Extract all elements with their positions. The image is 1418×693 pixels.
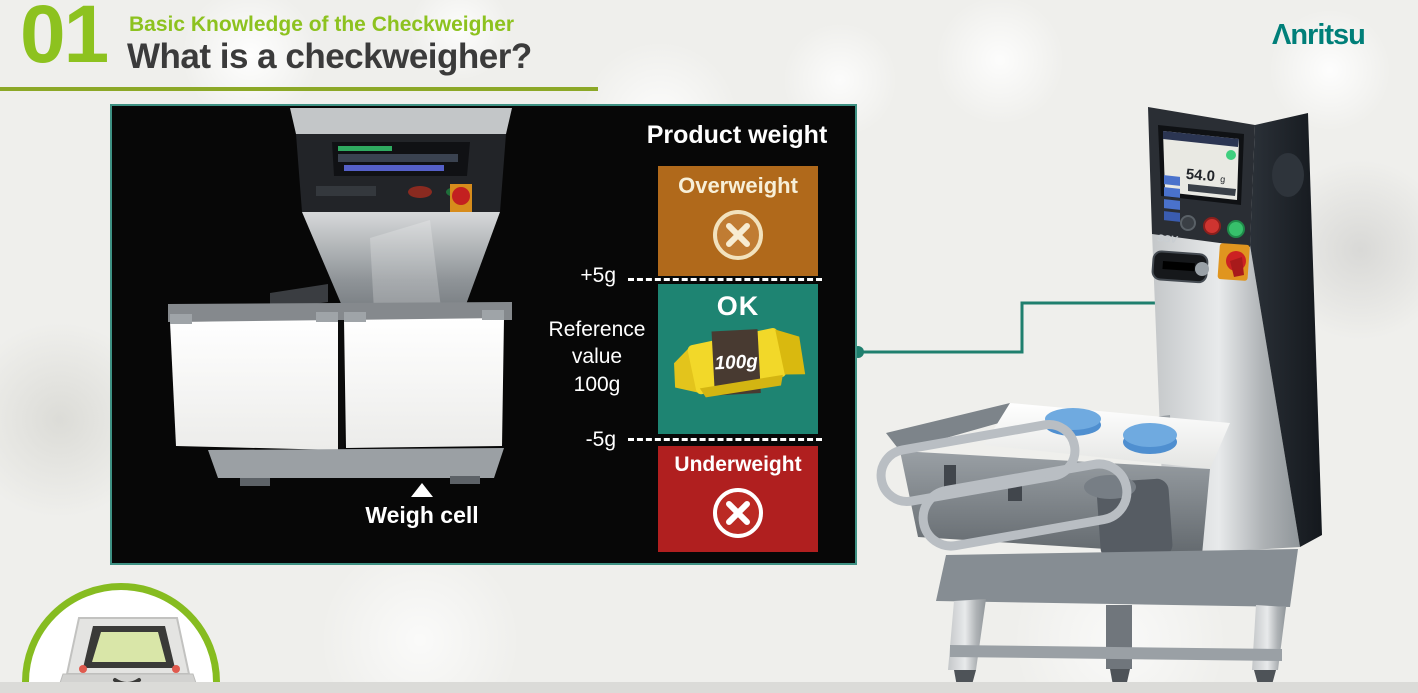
- wc-foot-left: [240, 478, 270, 486]
- wc-keypad: [316, 186, 376, 196]
- wc-belt-right: [344, 318, 504, 448]
- section-kicker: Basic Knowledge of the Checkweigher: [129, 13, 515, 36]
- hmi-menu-buttons: [1164, 175, 1180, 222]
- checkweigher-machine-photo: 54.0 g SSV: [876, 107, 1322, 692]
- upper-threshold-label: +5g: [580, 264, 616, 287]
- hmi-lower-bar: [1188, 184, 1236, 196]
- machine-column-side: [1250, 113, 1322, 547]
- lower-threshold-label: -5g: [585, 428, 616, 451]
- section-number: 01: [20, 0, 109, 80]
- handle-rail: [876, 419, 1132, 551]
- lower-threshold-line: [628, 438, 822, 441]
- cross-circle-icon: [713, 488, 763, 538]
- explainer-panel: Weigh cell Product weight Overweight +5g…: [110, 104, 857, 565]
- zone-underweight: Underweight: [658, 446, 818, 552]
- hmi-screen-topbar: [1163, 131, 1239, 147]
- zone-underweight-label: Underweight: [674, 453, 802, 476]
- wc-base: [208, 448, 504, 478]
- device-badge: [22, 583, 220, 693]
- reference-line2: value: [571, 345, 623, 369]
- wc-top-plate: [290, 108, 512, 134]
- zone-ok: OK 100g: [658, 284, 818, 434]
- anritsu-logo: Λnritsu: [1272, 19, 1366, 51]
- title-underline: [0, 87, 598, 91]
- wc-belt-left: [170, 320, 338, 450]
- package-weight-label: 100g: [714, 351, 759, 374]
- card-slot-opening: [1162, 261, 1195, 272]
- conveyor-latch2: [944, 465, 956, 487]
- weigh-cell-label: Weigh cell: [365, 502, 479, 528]
- reference-value-label: Reference value 100g: [535, 316, 659, 398]
- page-title: What is a checkweigher?: [127, 37, 532, 76]
- wc-screen-row: [338, 154, 458, 162]
- zone-overweight-label: Overweight: [678, 173, 798, 198]
- wc-estop: [452, 187, 470, 205]
- weigh-cell-photo: [168, 108, 512, 486]
- product-package-icon: 100g: [674, 328, 806, 398]
- zone-ok-label: OK: [716, 291, 760, 321]
- upper-threshold-line: [628, 278, 822, 281]
- wc-belt-gap: [338, 320, 344, 450]
- zone-overweight: Overweight: [658, 166, 818, 276]
- hmi-screen: [1163, 131, 1239, 200]
- reference-line3: 100g: [573, 372, 621, 396]
- stand-leg-mid: [1106, 605, 1132, 669]
- controller-illustration: [56, 617, 200, 693]
- conveyor-rear-deck: [886, 403, 1020, 451]
- hmi-weight-unit: g: [1220, 174, 1226, 184]
- bottom-strip: [0, 682, 1418, 693]
- reference-line1: Reference: [548, 318, 646, 341]
- stand-brace: [950, 645, 1282, 661]
- wc-corner-caps: [170, 310, 504, 324]
- hmi-weight-value: 54.0: [1185, 166, 1216, 185]
- weigh-motor: [1096, 478, 1173, 561]
- product-weight-heading: Product weight: [646, 121, 828, 149]
- pointer-triangle-icon: [411, 483, 433, 497]
- hmi-status-light: [1226, 150, 1236, 160]
- wc-stop-key: [408, 186, 432, 198]
- slot-dial: [1195, 262, 1209, 276]
- stand-frame: [936, 549, 1298, 607]
- wc-belt-rail: [168, 302, 512, 322]
- estop-knob: [1230, 257, 1244, 277]
- stand-leg-left: [948, 599, 986, 670]
- cross-circle-icon: [713, 210, 763, 260]
- wc-screen-titlebar: [338, 146, 392, 151]
- panel-buttons: [1180, 215, 1245, 238]
- machine-brand-label: SSV: [1157, 233, 1179, 246]
- weigh-cell-caption: Weigh cell: [302, 483, 542, 529]
- wc-screen-progress: [344, 165, 444, 171]
- wc-foot-right: [450, 476, 480, 484]
- column-side-emblem: [1272, 153, 1304, 197]
